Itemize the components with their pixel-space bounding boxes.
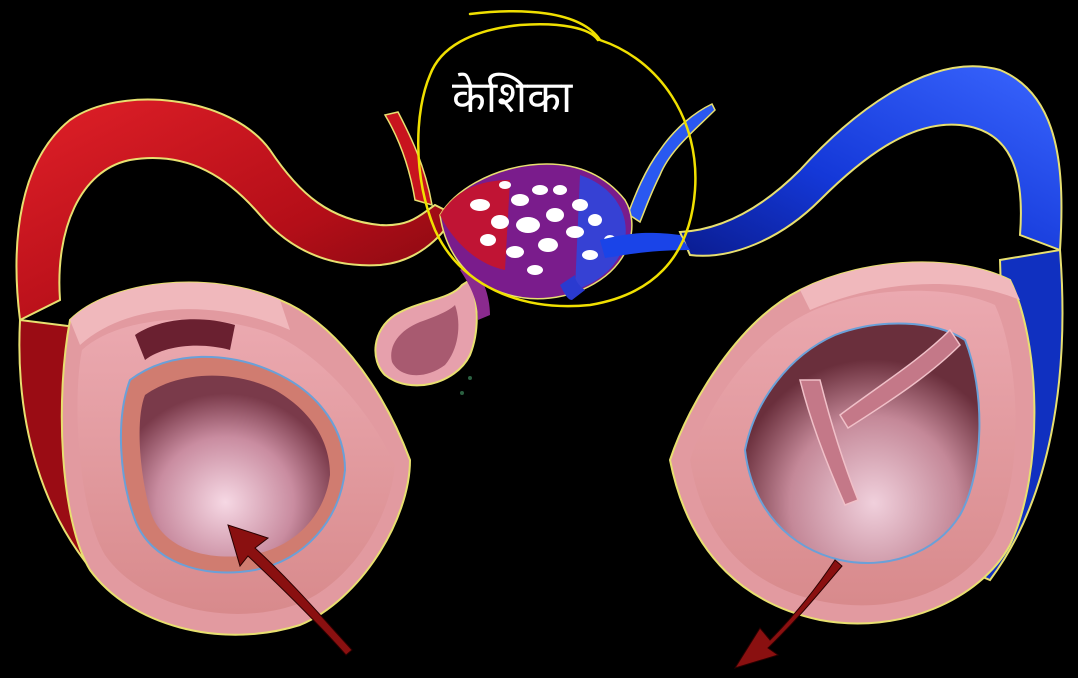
decorative-dot — [468, 376, 472, 380]
capillary-label: केशिका — [452, 72, 574, 123]
vein-cross-section — [670, 262, 1034, 623]
decorative-dot — [460, 391, 464, 395]
venule-branch — [628, 104, 715, 222]
artery-cross-section — [62, 283, 410, 635]
vein-tube — [680, 66, 1061, 255]
arteriole-branch — [385, 112, 432, 205]
